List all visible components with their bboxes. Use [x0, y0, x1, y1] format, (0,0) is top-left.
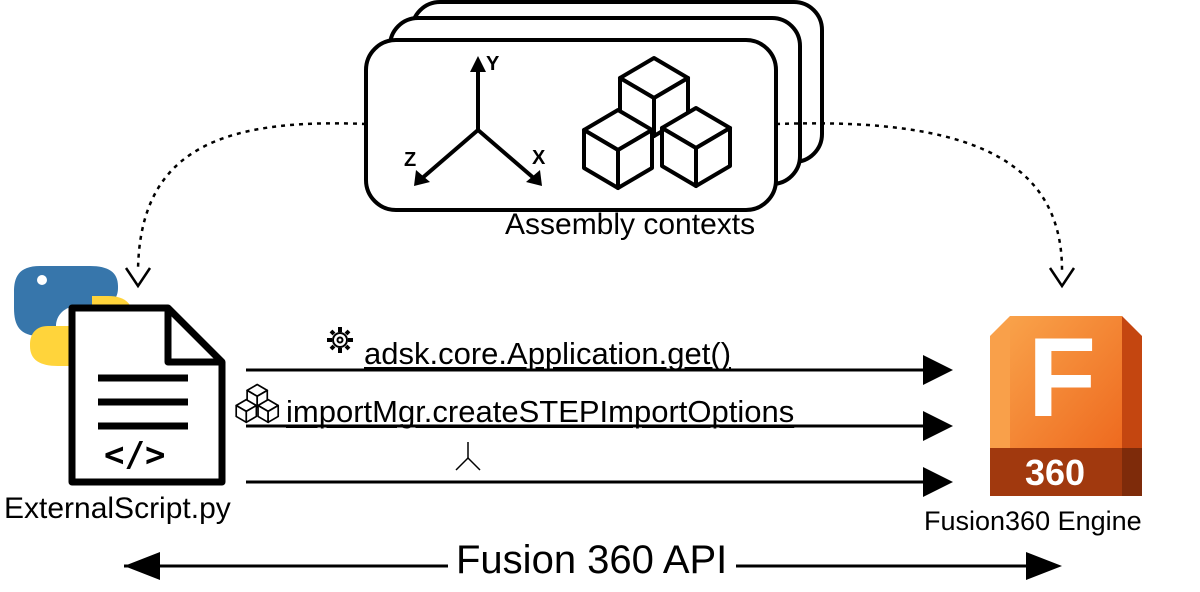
fusion360-logo: [990, 316, 1142, 496]
assembly-contexts-label: Assembly contexts: [505, 208, 756, 241]
api-arrowhead-right: [1026, 552, 1062, 580]
call-label-application-get: adsk.core.Application.get(): [364, 336, 732, 371]
context-arrowhead-right: [1048, 267, 1076, 289]
context-to-script-connector: [136, 122, 367, 271]
script-file-icon: [68, 304, 226, 486]
cubes-icon: [582, 56, 732, 190]
small-cubes-icon: [235, 383, 280, 424]
axis-x-label: X: [532, 147, 546, 169]
axes-icon: [414, 56, 542, 186]
small-axes-icon: [455, 442, 481, 471]
call-label-step-import-options: importMgr.createSTEPImportOptions: [286, 394, 795, 429]
fusion360-engine-label: Fusion360 Engine: [924, 506, 1142, 536]
fusion-logo-letter: F: [1027, 315, 1097, 440]
context-to-engine-connector: [775, 122, 1064, 271]
context-arrowhead-left: [124, 267, 152, 289]
axis-z-label: Z: [404, 149, 416, 171]
fusion-logo-badge: 360: [1024, 452, 1086, 493]
external-script-label: ExternalScript.py: [4, 492, 231, 525]
axis-y-label: Y: [486, 53, 500, 75]
gear-icon: [327, 327, 353, 353]
api-arrowhead-left: [124, 552, 160, 580]
fusion360-api-label: Fusion 360 API: [456, 538, 728, 582]
assembly-context-stack: [364, 0, 824, 212]
code-symbol: </>: [104, 435, 165, 475]
